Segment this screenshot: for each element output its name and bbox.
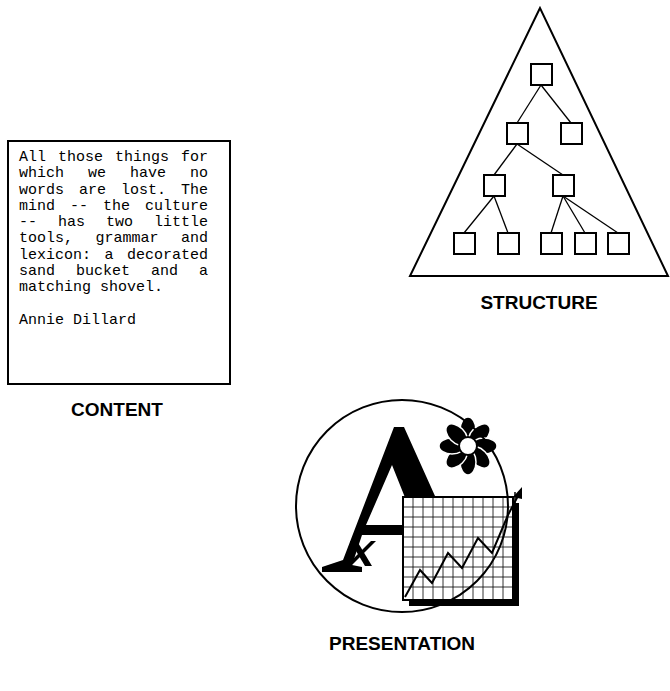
circle-outline — [295, 399, 509, 613]
triangle-outline — [408, 6, 670, 278]
shape-border — [410, 8, 668, 276]
tree-illustration — [454, 64, 629, 254]
line-chart-icon — [403, 487, 522, 606]
structure-triangle: STRUCTURE — [408, 6, 670, 278]
content-box: All those things for which we have no wo… — [7, 140, 231, 385]
math-variable-glyph — [346, 541, 376, 566]
author-name: Annie Dillard — [19, 313, 219, 329]
quote-text: All those things for which we have no wo… — [19, 150, 208, 297]
content-heading: CONTENT — [7, 399, 227, 421]
presentation-heading: PRESENTATION — [295, 633, 509, 655]
shape-border — [296, 400, 508, 612]
structure-heading: STRUCTURE — [408, 292, 670, 314]
presentation-circle: PRESENTATION — [295, 399, 509, 613]
